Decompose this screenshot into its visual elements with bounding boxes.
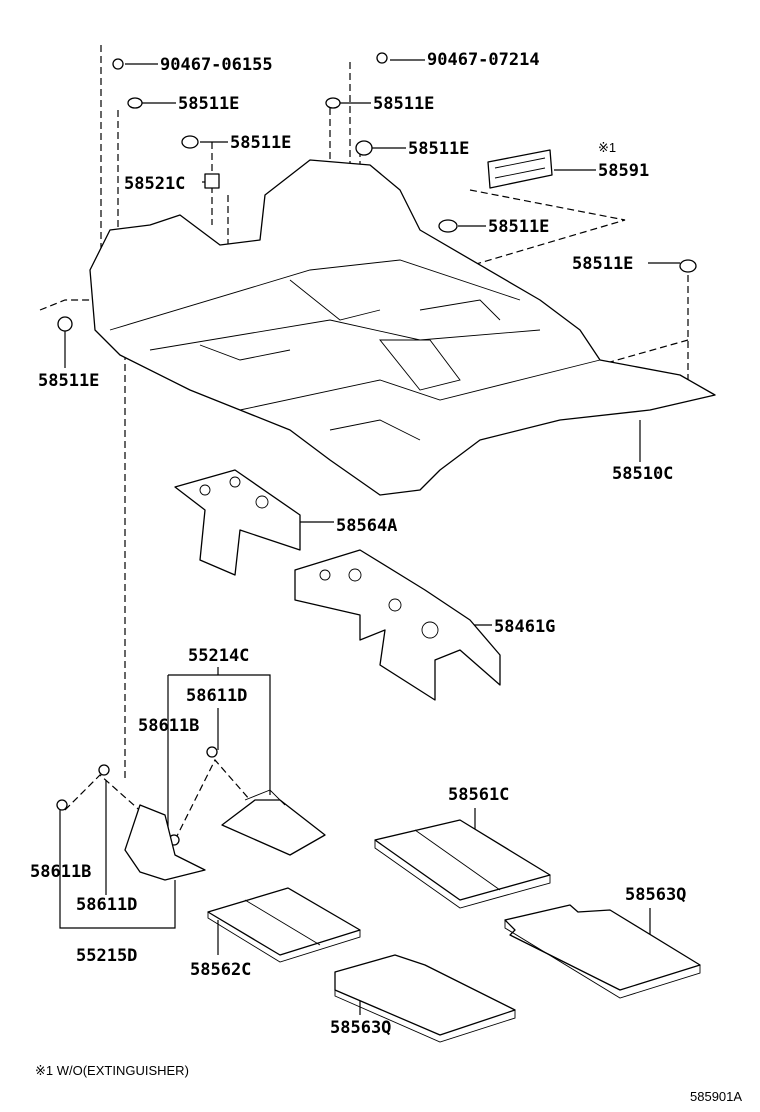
label-90467-07214[interactable]: 90467-07214 [427, 50, 540, 70]
label-58611D[interactable]: 58611D [186, 686, 247, 706]
label-58511E[interactable]: 58511E [373, 94, 434, 114]
label-58511E[interactable]: 58511E [408, 139, 469, 159]
clip-icon [206, 746, 218, 758]
label-55215D[interactable]: 55215D [76, 946, 137, 966]
label-58461G[interactable]: 58461G [494, 617, 555, 637]
solid-leaders [59, 59, 680, 1015]
label-note-marker: ※1 [598, 140, 616, 155]
bracket-icon [204, 173, 220, 189]
label-90467-06155[interactable]: 90467-06155 [160, 55, 273, 75]
diagram-id: 585901A [690, 1089, 742, 1104]
clip-icon [181, 135, 199, 149]
label-58611B[interactable]: 58611B [138, 716, 199, 736]
clip-icon [98, 764, 110, 776]
tray-55215D [124, 804, 206, 881]
label-58511E[interactable]: 58511E [178, 94, 239, 114]
label-58591[interactable]: 58591 [598, 161, 649, 181]
clip-icon [56, 799, 68, 811]
clip-icon [438, 219, 458, 233]
clip-icon [679, 259, 697, 273]
part-labels: 90467-06155 90467-07214 58511E 58511E 58… [30, 50, 742, 1104]
label-58521C[interactable]: 58521C [124, 174, 185, 194]
mat-58562C [207, 887, 361, 963]
label-58563Q[interactable]: 58563Q [330, 1018, 391, 1038]
label-58562C[interactable]: 58562C [190, 960, 251, 980]
clip-icon [127, 97, 143, 109]
fasteners [56, 52, 697, 846]
floor-carpet-58510C [89, 159, 716, 496]
mat-58563Q-right [504, 904, 701, 999]
clip-icon [325, 97, 341, 109]
label-58564A[interactable]: 58564A [336, 516, 397, 536]
label-58561C[interactable]: 58561C [448, 785, 509, 805]
label-58510C[interactable]: 58510C [612, 464, 673, 484]
plate-58591 [487, 149, 553, 189]
label-58511E[interactable]: 58511E [38, 371, 99, 391]
label-58511E[interactable]: 58511E [572, 254, 633, 274]
silencer-58564A [174, 469, 301, 576]
bolt-icon [376, 52, 388, 64]
bolt-icon [112, 58, 124, 70]
label-58611D[interactable]: 58611D [76, 895, 137, 915]
label-58511E[interactable]: 58511E [230, 133, 291, 153]
label-55214C[interactable]: 55214C [188, 646, 249, 666]
label-58511E[interactable]: 58511E [488, 217, 549, 237]
mat-58561C [374, 819, 551, 909]
footnote: ※1 W/O(EXTINGUISHER) [35, 1063, 189, 1078]
clip-icon [355, 140, 373, 156]
clip-icon [57, 316, 73, 332]
label-58611B[interactable]: 58611B [30, 862, 91, 882]
mat-58563Q-left [334, 954, 516, 1043]
label-58563Q[interactable]: 58563Q [625, 885, 686, 905]
tray-55214C [221, 789, 326, 856]
silencer-58461G [294, 549, 501, 701]
